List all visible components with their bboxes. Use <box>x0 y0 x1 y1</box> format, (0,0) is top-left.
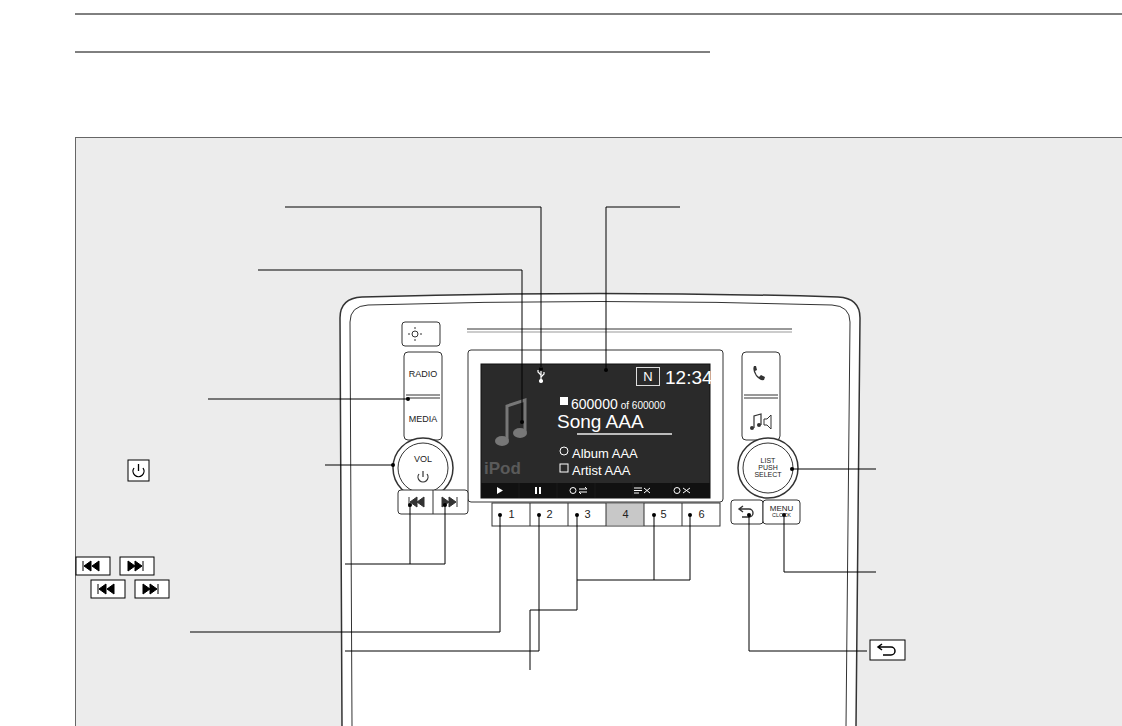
button-label: PUSH <box>758 464 777 471</box>
heading-rule <box>75 52 710 53</box>
button-label: MEDIA <box>409 415 438 424</box>
button-label: 3 <box>584 509 590 520</box>
bar-dividers <box>519 483 671 498</box>
album-icon <box>560 447 568 455</box>
button-label: SELECT <box>754 471 781 478</box>
display-bottom-icons <box>497 487 690 494</box>
control-button: VOL <box>400 451 446 467</box>
disc-slot <box>467 329 792 330</box>
button-label: RADIO <box>409 370 438 379</box>
button-label: 5 <box>660 509 666 520</box>
display-bottom-bar <box>481 483 710 498</box>
button-label: 2 <box>546 509 552 520</box>
speaker-icon <box>764 415 771 429</box>
preset-dividers <box>530 503 682 526</box>
seek-callout-icons <box>76 557 169 598</box>
rocker-divider <box>406 395 440 396</box>
unit-bezel <box>350 302 850 726</box>
album-art-note <box>513 428 527 438</box>
control-button: LISTPUSHSELECT <box>748 452 788 482</box>
menu-button <box>763 500 800 524</box>
usb-icon <box>538 367 544 383</box>
screen-text: Song AAA <box>557 412 644 431</box>
rocker-divider <box>406 398 440 399</box>
screen-text: 600000 <box>571 397 618 411</box>
header-rule <box>75 14 1122 15</box>
seek-buttons <box>398 490 468 514</box>
figure-panel <box>76 138 1122 726</box>
screen-text: of 600000 <box>621 401 666 411</box>
rocker-divider <box>744 398 778 399</box>
back-button <box>731 500 763 524</box>
disc-slot-edge <box>467 332 792 333</box>
sun-rays <box>408 327 422 341</box>
back-callout-icon <box>870 640 905 660</box>
select-knob <box>738 438 798 498</box>
button-label: LIST <box>761 457 776 464</box>
back-callout-icon <box>878 644 895 655</box>
rocker-divider <box>744 395 778 396</box>
control-button: MEDIA <box>405 398 441 440</box>
screen-text: 12:34 <box>665 368 713 387</box>
seek-forward-icon <box>442 497 457 507</box>
button-label: N <box>643 370 652 383</box>
volume-knob-inner <box>398 443 448 493</box>
button-label: 1 <box>508 509 514 520</box>
screen-text: iPod <box>484 460 521 477</box>
progress-bar <box>577 433 672 435</box>
back-icon <box>739 506 753 517</box>
power-callout-icon <box>138 464 139 471</box>
screen-text: Artist AAA <box>572 464 631 477</box>
power-icon <box>422 471 423 477</box>
preset-button: 2 <box>531 504 568 525</box>
note-icon <box>754 414 761 428</box>
preset-button: 3 <box>569 504 606 525</box>
artist-icon <box>560 464 568 472</box>
phone-icon <box>753 366 765 380</box>
note-head <box>750 426 754 430</box>
volume-knob <box>393 438 453 498</box>
preset-button: 5 <box>645 504 682 525</box>
button-label: 6 <box>698 509 704 520</box>
display-screen: iPod 600000of 600000Song AAA Album AAA Arti… <box>481 364 710 483</box>
control-button: RADIO <box>405 353 441 395</box>
leader-dots <box>391 367 794 517</box>
power-callout-icon <box>128 460 149 481</box>
button-label: CLOCK <box>772 513 791 519</box>
seek-back-icon <box>409 497 424 507</box>
leader-lines <box>190 207 876 670</box>
button-label: MENU <box>770 505 794 513</box>
sun-icon <box>412 331 418 337</box>
source-rocker <box>404 352 442 440</box>
phone-rocker <box>742 352 780 440</box>
button-label: VOL <box>414 455 432 464</box>
band-indicator: N <box>636 367 660 386</box>
preset-button: 6 <box>683 504 720 525</box>
preset-button: 1 <box>493 504 530 525</box>
unit-housing <box>340 294 860 726</box>
preset-button: 4 <box>607 504 644 525</box>
note-head <box>757 423 761 427</box>
track-icon <box>560 397 568 405</box>
screen-bezel <box>468 350 723 502</box>
preset-highlight <box>606 504 644 525</box>
moon-icon <box>423 328 429 340</box>
album-art-note <box>495 436 509 446</box>
button-label: 4 <box>622 509 628 520</box>
preset-strip <box>492 503 720 526</box>
control-button: MENUCLOCK <box>764 502 799 522</box>
screen-text: Album AAA <box>572 447 638 460</box>
seek-divider <box>433 490 434 514</box>
dimmer-button <box>402 322 440 346</box>
select-knob-inner <box>743 443 793 493</box>
